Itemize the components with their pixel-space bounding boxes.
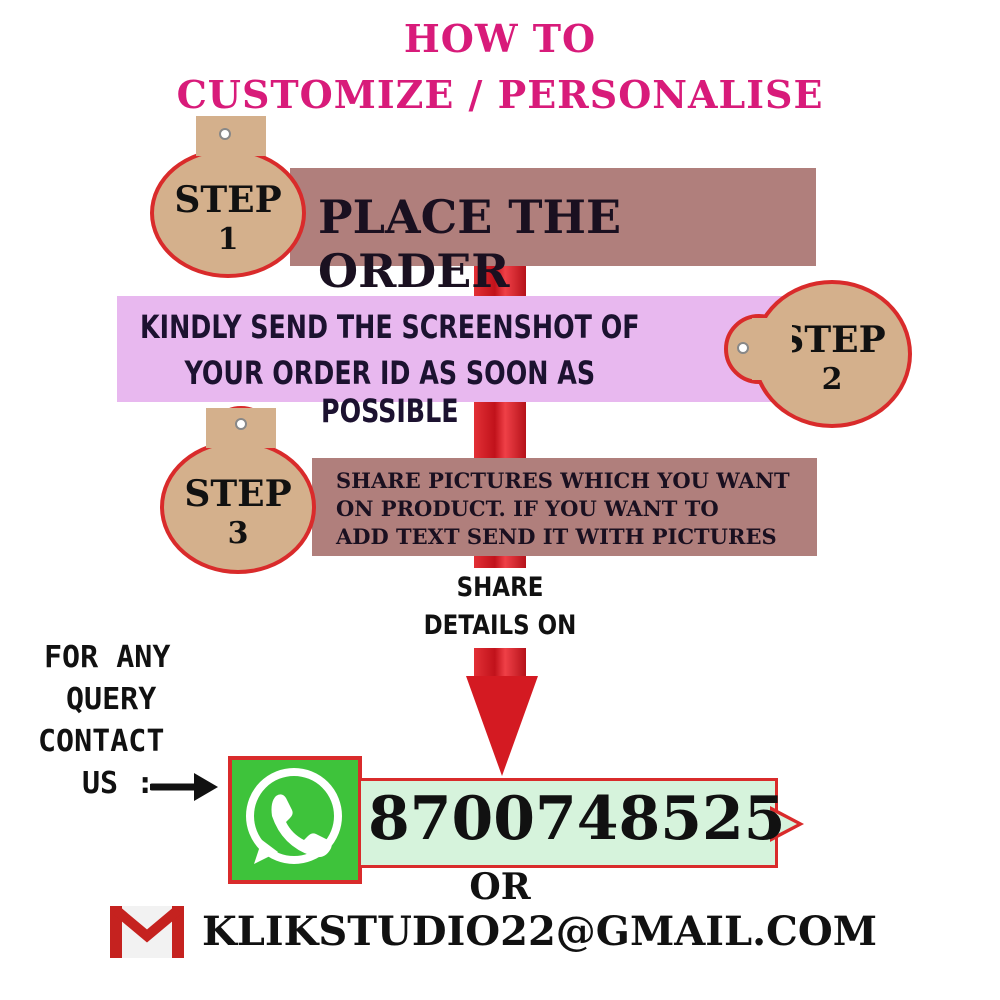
step-3-tag-hole: [235, 418, 247, 430]
query-line-3: CONTACT: [38, 724, 165, 759]
step-2-tag: STEP 2: [752, 280, 912, 428]
step-2-tag-join: [752, 318, 792, 380]
phone-number[interactable]: 8700748525: [368, 784, 786, 854]
step-2-text-line-1: KINDLY SEND THE SCREENSHOT OF: [140, 308, 640, 346]
step-3-text-line-2: ON PRODUCT. IF YOU WANT TO: [336, 496, 719, 521]
step-3-tag-number: 3: [227, 516, 249, 551]
step-1-tag-hole: [219, 128, 231, 140]
step-3-text-line-1: SHARE PICTURES WHICH YOU WANT: [336, 468, 790, 493]
share-line-2: DETAILS ON: [423, 610, 577, 641]
step-3-text-line-3: ADD TEXT SEND IT WITH PICTURES: [336, 524, 777, 549]
step-1-text: PLACE THE ORDER: [318, 190, 622, 298]
step-3-box: SHARE PICTURES WHICH YOU WANT ON PRODUCT…: [312, 458, 817, 556]
step-3-tag-word: STEP: [184, 473, 292, 515]
step-1-box: PLACE THE ORDER: [290, 168, 816, 298]
query-line-4: US :: [82, 766, 155, 801]
or-label: OR: [469, 866, 531, 908]
step-2-tag-word: STEP: [778, 319, 886, 361]
arrow-down-icon: [466, 676, 538, 776]
query-line-1: FOR ANY: [44, 640, 171, 675]
step-2-tag-number: 2: [821, 362, 843, 397]
title-line-1: HOW TO: [403, 16, 597, 61]
step-2-tag-hole: [737, 342, 749, 354]
arrow-gap: [470, 568, 530, 648]
email-address[interactable]: KLIKSTUDIO22@GMAIL.COM: [202, 908, 877, 955]
step-2-text-line-2: YOUR ORDER ID AS SOON AS POSSIBLE: [184, 354, 596, 430]
step-1-tag-join: [196, 116, 266, 156]
step-2-box: KINDLY SEND THE SCREENSHOT OF YOUR ORDER…: [117, 296, 817, 430]
gmail-icon: [110, 906, 184, 958]
phone-banner-tip-fill: [770, 810, 797, 838]
share-line-1: SHARE: [456, 572, 544, 603]
step-3-tag: STEP 3: [160, 440, 316, 574]
step-1-tag-word: STEP: [174, 179, 282, 221]
arrow-right-icon: [150, 773, 218, 801]
step-1-tag: STEP 1: [150, 148, 306, 278]
whatsapp-glyph: [246, 768, 342, 864]
step-1-tag-number: 1: [217, 222, 239, 257]
title-line-2: CUSTOMIZE / PERSONALISE: [176, 72, 824, 117]
whatsapp-icon[interactable]: [228, 756, 362, 884]
query-line-2: QUERY: [66, 682, 157, 717]
